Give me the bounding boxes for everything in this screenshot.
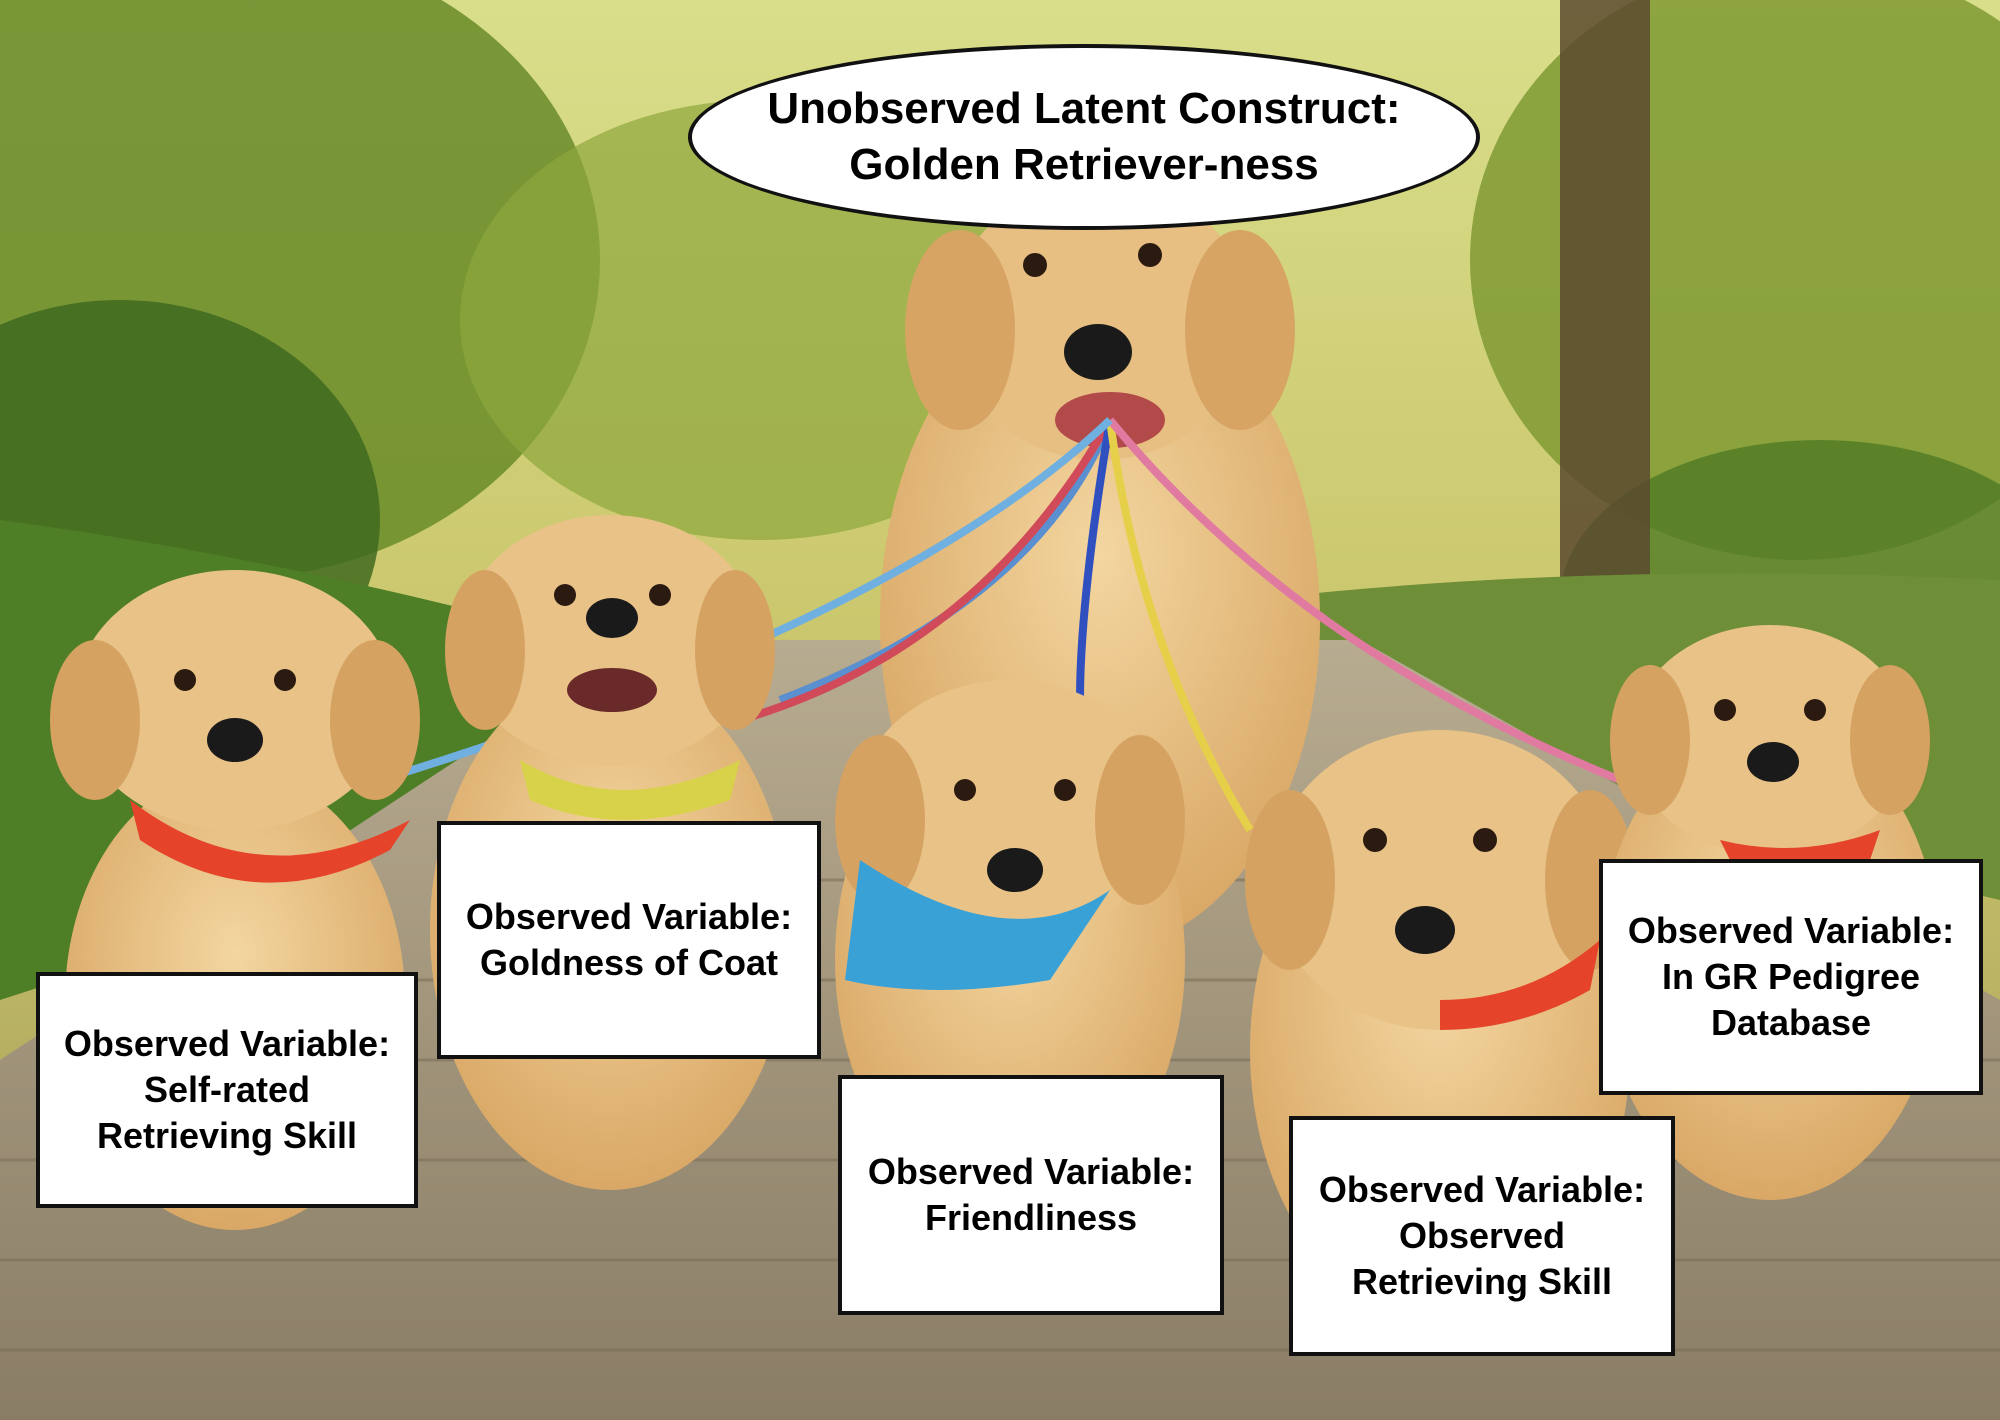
- latent-construct-title: Unobserved Latent Construct:: [767, 84, 1401, 133]
- observed-variable-name-line2: Retrieving Skill: [1351, 1261, 1613, 1302]
- observed-variable-name-line1: In GR Pedigree: [1661, 956, 1921, 997]
- observed-variable-name-line2: Retrieving Skill: [96, 1115, 358, 1156]
- observed-variable-friendliness: Observed Variable: Friendliness: [838, 1075, 1224, 1315]
- observed-variable-name-line1: Observed: [1398, 1215, 1566, 1256]
- latent-construct-ellipse: Unobserved Latent Construct: Golden Retr…: [688, 44, 1480, 230]
- observed-variable-name-line1: Self-rated: [143, 1069, 311, 1110]
- observed-variable-self-rated-retrieving: Observed Variable: Self-rated Retrieving…: [36, 972, 418, 1208]
- observed-variable-heading: Observed Variable:: [63, 1023, 391, 1064]
- observed-variable-heading: Observed Variable:: [465, 896, 793, 937]
- observed-variable-name-line1: Friendliness: [924, 1197, 1138, 1238]
- latent-construct-name: Golden Retriever-ness: [849, 140, 1319, 189]
- observed-variable-heading: Observed Variable:: [867, 1151, 1195, 1192]
- adult-dog: [880, 180, 1320, 950]
- tree-trunk: [1560, 0, 1650, 600]
- observed-variable-heading: Observed Variable:: [1627, 910, 1955, 951]
- observed-variable-name-line2: Database: [1710, 1002, 1872, 1043]
- observed-variable-name-line1: Goldness of Coat: [479, 942, 779, 983]
- observed-variable-observed-retrieving: Observed Variable: Observed Retrieving S…: [1289, 1116, 1675, 1356]
- leashes: [378, 417, 1622, 833]
- observed-variable-heading: Observed Variable:: [1318, 1169, 1646, 1210]
- observed-variable-goldness-of-coat: Observed Variable: Goldness of Coat: [437, 821, 821, 1059]
- observed-variable-gr-pedigree-database: Observed Variable: In GR Pedigree Databa…: [1599, 859, 1983, 1095]
